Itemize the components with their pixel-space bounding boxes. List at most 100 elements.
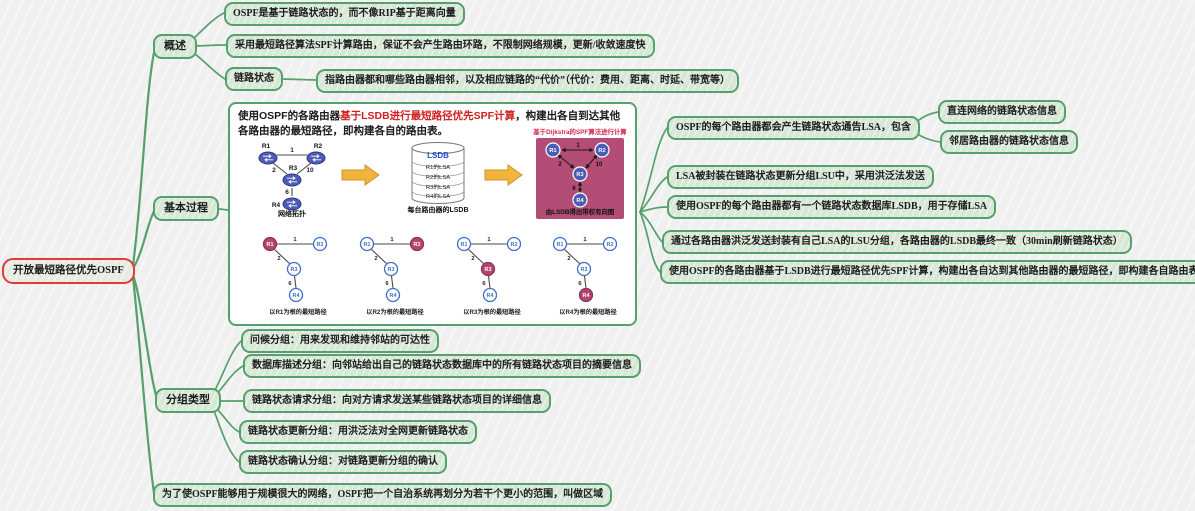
router-node: [506, 236, 522, 252]
link-state-node[interactable]: 链路状态: [225, 67, 283, 91]
branch-line: [639, 211, 661, 273]
branch-line: [190, 50, 226, 80]
edge-cost: 2: [272, 167, 276, 174]
area-note-node[interactable]: 为了使OSPF能够用于规模很大的网络，OSPF把一个自治系统再划分为若干个更小的…: [153, 483, 613, 507]
router-label: R4: [272, 202, 281, 209]
packet-type-node-1[interactable]: 问候分组：用来发现和维持邻站的可达性: [241, 329, 439, 353]
tree-caption: 以R1为根的最短路径: [269, 308, 327, 316]
packet-type-node-5[interactable]: 链路状态确认分组：对链路更新分组的确认: [239, 450, 447, 474]
branch-line: [639, 176, 668, 213]
lsdb-note-node[interactable]: 使用OSPF的每个路由器都有一个链路状态数据库LSDB，用于存储LSA: [667, 195, 997, 219]
lsdb-row: R3的LSA: [426, 183, 450, 191]
router-label: R3: [485, 267, 492, 273]
database-icon: LSDB R1的LSA R2的LSA R3的LSA R4的LSA 每台路由器的L…: [407, 142, 469, 214]
router-node: [262, 236, 278, 252]
router-label: R4: [583, 293, 590, 299]
tree-caption: 以R4为根的最短路径: [559, 308, 617, 316]
edge-cost: 2: [567, 256, 570, 262]
edge-cost: 6: [572, 186, 576, 192]
edge-cost: 1: [576, 143, 580, 149]
link-state-desc-node[interactable]: 指路由器都和哪些路由器相邻，以及相应链路的“代价”（代价：费用、距离、时延、带宽…: [316, 69, 739, 93]
branch-line: [639, 206, 668, 213]
overview-branch-node[interactable]: 概述: [153, 34, 197, 59]
process-image-panel[interactable]: 使用OSPF的各路由器基于LSDB进行最短路径优先SPF计算，构建出各自到达其他…: [228, 102, 637, 326]
edge-cost: 6: [285, 189, 289, 196]
branch-line: [131, 273, 159, 401]
edge-cost: 6: [482, 281, 486, 287]
router-label: R2: [607, 242, 614, 248]
lsdb-title: LSDB: [427, 151, 449, 160]
router-node: [288, 287, 304, 303]
edge-cost: 1: [583, 237, 587, 243]
intro-suffix: ，构建出各自到达其他各路由器的最短路径，即构建各自的路由表。: [238, 110, 621, 138]
overview-point-node-1[interactable]: OSPF是基于链路状态的，而不像RIP基于距离向量: [224, 2, 465, 26]
router-label: R3: [576, 172, 583, 178]
edge-cost: 1: [390, 237, 394, 243]
intro-prefix: 使用OSPF的各路由器: [238, 110, 341, 122]
spf-note-node[interactable]: 使用OSPF的各路由器基于LSDB进行最短路径优先SPF计算，构建出各自达到其他…: [660, 260, 1195, 284]
packet-type-node-3[interactable]: 链路状态请求分组：向对方请求发送某些链路状态项目的详细信息: [243, 389, 551, 413]
router-label: R2: [414, 242, 421, 248]
router-node: [572, 192, 588, 208]
intro-highlight: 基于LSDB进行最短路径优先SPF计算: [340, 110, 516, 122]
flood-note-node[interactable]: 通过各路由器洪泛发送封装有自己LSA的LSU分组，各路由器的LSDB最终一致（3…: [662, 230, 1132, 254]
branch-line: [282, 78, 317, 81]
router-label: R4: [487, 293, 494, 299]
tree-caption: 以R2为根的最短路径: [366, 308, 424, 316]
router-node: [572, 166, 588, 182]
flow-arrow-icon: [341, 164, 380, 186]
router-label: R1: [262, 143, 271, 150]
router-node: [482, 287, 498, 303]
router-label: R2: [511, 242, 518, 248]
router-label: R1: [461, 242, 468, 248]
router-label: R1: [557, 242, 564, 248]
router-label: R2: [314, 143, 323, 150]
router-node: [576, 261, 592, 277]
router-node: [385, 287, 401, 303]
router-label: R3: [291, 267, 298, 273]
packet-type-node-2[interactable]: 数据库描述分组：向邻站给出自己的链路状态数据库中的所有链路状态项目的摘要信息: [243, 354, 641, 378]
router-label: R3: [581, 267, 588, 273]
overview-point-node-2[interactable]: 采用最短路径算法SPF计算路由，保证不会产生路由环路，不限制网络规模，更新/收敛…: [226, 34, 655, 58]
router-label: R2: [598, 148, 605, 154]
mindmap-root-node[interactable]: 开放最短路径优先OSPF: [2, 258, 135, 285]
router-label: R4: [293, 293, 300, 299]
edge-cost: 1: [290, 147, 294, 154]
edge-cost: 2: [471, 256, 474, 262]
edge-cost: 10: [596, 162, 603, 168]
edge-cost: 6: [385, 281, 389, 287]
network-topology: R1 R2 R3 R4 1 2 10 6 网络拓扑: [258, 143, 326, 218]
router-node: [602, 236, 618, 252]
router-node: [456, 236, 472, 252]
topology-caption: 网络拓扑: [278, 209, 306, 218]
lsdb-caption: 每台路由器的LSDB: [407, 205, 468, 214]
router-node: [409, 236, 425, 252]
lsa-child-node-1[interactable]: 直连网络的链路状态信息: [938, 100, 1066, 124]
router-node: [552, 236, 568, 252]
branch-line: [212, 340, 242, 395]
packet-type-node-4[interactable]: 链路状态更新分组：用洪泛法对全网更新链路状态: [239, 420, 477, 444]
branch-line: [212, 407, 240, 463]
edge-cost: 2: [277, 256, 280, 262]
lsu-note-node[interactable]: LSA被封装在链路状态更新分组LSU中，采用洪泛法发送: [667, 165, 934, 189]
router-label: R3: [289, 165, 298, 172]
router-node: [359, 236, 375, 252]
edge-cost: 6: [288, 281, 292, 287]
weighted-digraph: 基于Dijkstra的SPF算法进行计算 R1 R2 R3 R4 1 2 10 …: [532, 127, 627, 219]
edge-cost: 1: [293, 237, 297, 243]
lsdb-row: R2的LSA: [426, 173, 450, 181]
process-branch-node[interactable]: 基本过程: [153, 196, 219, 221]
lsa-child-node-2[interactable]: 邻居路由器的链路状态信息: [940, 130, 1078, 154]
panel-intro-text: 使用OSPF的各路由器基于LSDB进行最短路径优先SPF计算，构建出各自到达其他…: [238, 109, 630, 139]
router-label: R2: [317, 242, 324, 248]
lsa-note-node[interactable]: OSPF的每个路由器都会产生链路状态通告LSA，包含: [667, 116, 921, 140]
edge-cost: 2: [374, 256, 377, 262]
router-node: [312, 236, 328, 252]
packet-types-branch-node[interactable]: 分组类型: [155, 388, 221, 413]
router-node: [286, 261, 302, 277]
flow-arrow-icon: [484, 164, 523, 186]
branch-line: [639, 211, 663, 243]
router-node: [578, 287, 594, 303]
router-label: R4: [390, 293, 397, 299]
